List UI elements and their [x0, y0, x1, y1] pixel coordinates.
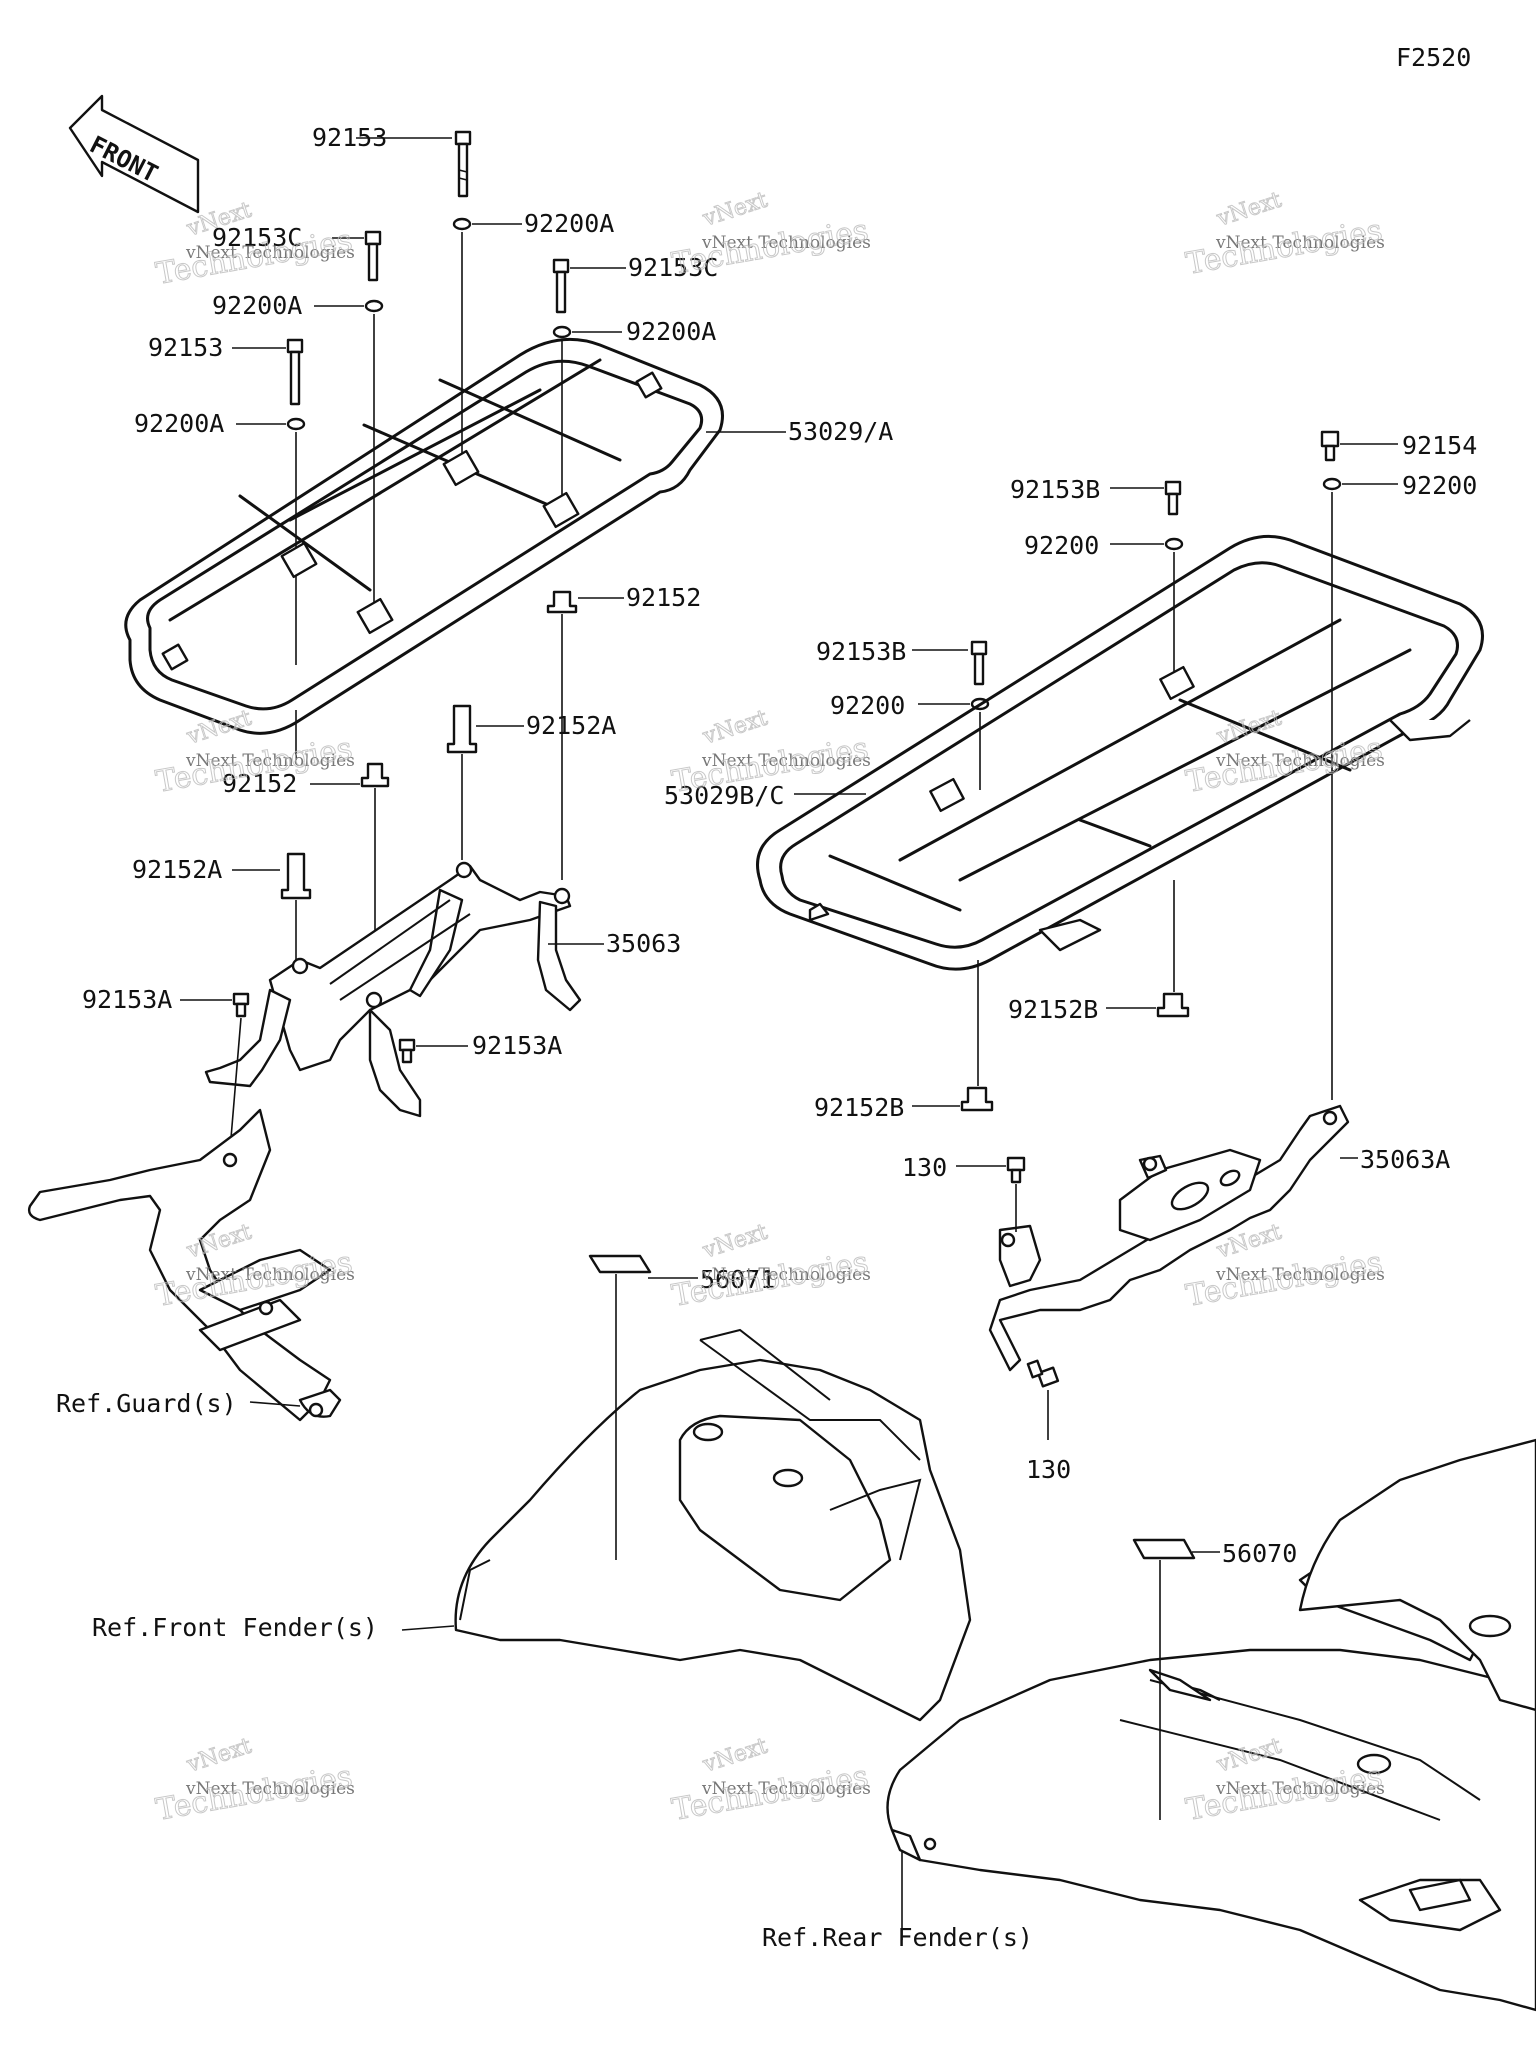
bolt-92154 [1320, 430, 1340, 462]
watermark-line: vNext Technologies [1215, 1779, 1385, 1799]
watermark-line: vNext Technologies [185, 1265, 355, 1285]
watermark-line: vNext Technologies [701, 1779, 871, 1799]
label-sticker-56070 [1132, 1538, 1196, 1560]
bolt-130-bottom [1026, 1359, 1060, 1388]
label-92152B-right: 92152B [1008, 995, 1098, 1024]
bolt-92153A-left [232, 992, 250, 1018]
label-92153B-right: 92153B [1010, 475, 1100, 504]
watermark-line: vNext Technologies [701, 1265, 871, 1285]
watermark-brand: vNext [1213, 188, 1285, 233]
bolt-92153A-mid [398, 1038, 416, 1064]
bolt-92153C-mid [552, 258, 570, 314]
label-92153C-mid: 92153C [628, 253, 718, 282]
label-53029BC: 53029B/C [664, 781, 784, 810]
collar-92152A-left [280, 852, 312, 900]
watermark-brand: vNext [699, 706, 771, 751]
label-92153B-left: 92153B [816, 637, 906, 666]
label-92153-top: 92153 [312, 123, 387, 152]
collar-92152B-right [1156, 992, 1190, 1018]
rear-fender-reference [886, 1438, 1536, 2012]
label-53029A: 53029/A [788, 417, 893, 446]
rear-carrier-53029BC [756, 534, 1484, 971]
watermark-technologies: Technologies [1183, 213, 1385, 282]
label-ref-front-fender[interactable]: Ref.Front Fender(s) [92, 1613, 378, 1642]
label-35063A: 35063A [1360, 1145, 1450, 1174]
label-92152-right: 92152 [626, 583, 701, 612]
collar-92152A-mid [446, 704, 478, 754]
label-35063: 35063 [606, 929, 681, 958]
bolt-92153B-right [1164, 480, 1182, 516]
label-92200A-left2: 92200A [134, 409, 224, 438]
label-92200-r1: 92200 [1402, 471, 1477, 500]
label-130-bottom: 130 [1026, 1455, 1071, 1484]
watermark-brand: vNext [699, 1734, 771, 1779]
label-sticker-56071 [588, 1254, 652, 1274]
washer-92200A-top [452, 217, 472, 231]
watermark-line: vNext Technologies [1215, 1265, 1385, 1285]
washer-92200A-left2 [286, 417, 306, 431]
label-92152-left: 92152 [222, 769, 297, 798]
watermark-technologies: Technologies [669, 1245, 871, 1314]
label-92152A-left: 92152A [132, 855, 222, 884]
front-carrier-53029A [124, 337, 724, 735]
front-arrow-icon: FRONT [68, 94, 200, 214]
bracket-35063 [204, 861, 582, 1118]
watermark-brand: vNext [1213, 706, 1285, 751]
watermark-line: vNext Technologies [1215, 233, 1385, 253]
label-92153A-left: 92153A [82, 985, 172, 1014]
washer-92200-r1 [1322, 477, 1342, 491]
bolt-130-top [1006, 1156, 1026, 1184]
watermark-brand: vNext [183, 1734, 255, 1779]
label-92200-r3: 92200 [830, 691, 905, 720]
watermark-technologies: Technologies [1183, 1245, 1385, 1314]
watermark-technologies: Technologies [669, 1759, 871, 1828]
label-92153C-left: 92153C [212, 223, 302, 252]
collar-92152-right [546, 590, 578, 614]
front-fender-reference [454, 1328, 972, 1722]
watermark-line: vNext Technologies [1215, 751, 1385, 771]
guard-reference [27, 1108, 342, 1422]
washer-92200A-left [364, 299, 384, 313]
watermark-technologies: Technologies [153, 1759, 355, 1828]
bolt-92153C-left [364, 230, 382, 282]
bracket-35063A [988, 1104, 1350, 1372]
label-ref-guard[interactable]: Ref.Guard(s) [56, 1389, 237, 1418]
bolt-92153-top [454, 130, 472, 198]
label-56070: 56070 [1222, 1539, 1297, 1568]
washer-92200-r2 [1164, 537, 1184, 551]
label-92154: 92154 [1402, 431, 1477, 460]
label-92153A-mid: 92153A [472, 1031, 562, 1060]
bolt-92153-left [286, 338, 304, 406]
label-92200A-top: 92200A [524, 209, 614, 238]
label-130-top: 130 [902, 1153, 947, 1182]
washer-92200A-mid [552, 325, 572, 339]
watermark-line: vNext Technologies [185, 1779, 355, 1799]
watermark-line: vNext Technologies [185, 751, 355, 771]
label-56071: 56071 [700, 1265, 775, 1294]
watermark-brand: vNext [699, 1220, 771, 1265]
watermark-line: vNext Technologies [185, 243, 355, 263]
label-92200-r2: 92200 [1024, 531, 1099, 560]
collar-92152-left [360, 762, 390, 788]
label-92200A-mid: 92200A [626, 317, 716, 346]
label-92153-left: 92153 [148, 333, 223, 362]
collar-92152B-left [960, 1086, 994, 1112]
watermark-brand: vNext [699, 188, 771, 233]
watermark-line: vNext Technologies [701, 751, 871, 771]
watermark-line: vNext Technologies [701, 233, 871, 253]
diagram-id: F2520 [1396, 43, 1471, 72]
bolt-92153B-left [970, 640, 988, 686]
label-92152B-left: 92152B [814, 1093, 904, 1122]
label-92152A-mid: 92152A [526, 711, 616, 740]
watermark-technologies: Technologies [669, 213, 871, 282]
label-ref-rear-fender[interactable]: Ref.Rear Fender(s) [762, 1923, 1033, 1952]
label-92200A-left: 92200A [212, 291, 302, 320]
